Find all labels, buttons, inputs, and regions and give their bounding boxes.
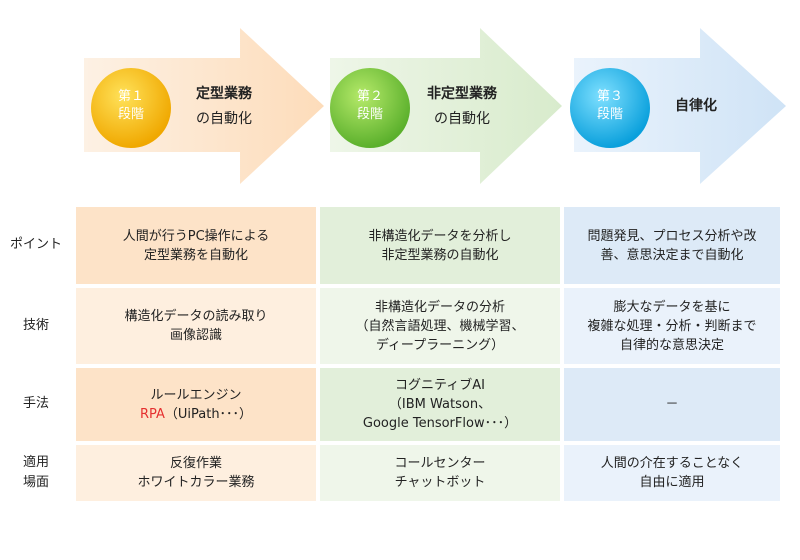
cell-line: 定型業務を自動化 (143, 247, 248, 263)
cell-application-stage1: 反復作業 ホワイトカラー業務 (76, 445, 316, 501)
cell-line: チャットボット (394, 475, 486, 490)
cell-line: － (665, 397, 679, 412)
cell-line: コグニティブAI (395, 378, 485, 393)
row-label-application-line2: 場面 (22, 475, 49, 490)
stage3-badge: 第３ 段階 (580, 88, 640, 124)
cell-point-stage2: 非構造化データを分析し 非定型業務の自動化 (320, 207, 560, 284)
cell-application-stage3: 人間の介在することなく 自由に適用 (564, 445, 780, 501)
cell-line: 人間の介在することなく (600, 456, 744, 471)
cell-line: 複雑な処理・分析・判断まで (587, 318, 757, 334)
cell-line: ルールエンジン (150, 387, 242, 403)
stage1-badge-label: 段階 (117, 107, 144, 122)
cell-line: 非構造化データの分析 (374, 299, 505, 315)
stage2-arrow (330, 28, 562, 184)
row-label-application: 適用 場面 (0, 453, 72, 493)
stage1-badge-circle (91, 68, 171, 148)
cell-method-stage2: コグニティブAI （IBM Watson、 Google TensorFlow･… (320, 368, 560, 441)
stage2-badge-number: 第２ (356, 89, 383, 104)
row-label-application-line1: 適用 (22, 455, 49, 470)
cell-line: 善、意思決定まで自動化 (600, 247, 744, 263)
row-label-technology: 技術 (22, 318, 49, 333)
stage1-subtitle: の自動化 (196, 111, 252, 127)
cell-line: ディープラーニング） (375, 337, 505, 353)
cell-line: 膨大なデータを基に (613, 299, 731, 315)
stage2-badge-circle (330, 68, 410, 148)
cell-line: 画像認識 (169, 328, 222, 343)
cell-line: （自然言語処理、機械学習、 (355, 318, 525, 334)
stage1-badge-number: 第１ (117, 89, 144, 104)
cell-line: ホワイトカラー業務 (137, 475, 255, 490)
cell-tech-stage2: 非構造化データの分析 （自然言語処理、機械学習、 ディープラーニング） (320, 288, 560, 364)
stage2-badge-label: 段階 (356, 107, 383, 122)
rpa-highlight: RPA (139, 406, 165, 422)
cell-tech-stage3: 膨大なデータを基に 複雑な処理・分析・判断まで 自律的な意思決定 (564, 288, 780, 364)
cell-method-stage3: － (564, 368, 780, 441)
row-label-method: 手法 (22, 396, 49, 411)
stage2-title: 非定型業務 (427, 86, 497, 102)
cell-point-stage1: 人間が行うPC操作による 定型業務を自動化 (76, 207, 316, 284)
cell-line: 反復作業 (169, 456, 222, 471)
stage3-arrow (574, 28, 786, 184)
cell-line: 問題発見、プロセス分析や改 (587, 228, 757, 244)
cell-method-stage1: ルールエンジン RPA（UiPath･･･） (76, 368, 316, 441)
cell-line: コールセンター (394, 456, 486, 471)
stage2-subtitle: の自動化 (434, 111, 490, 127)
cell-line: 非構造化データを分析し (368, 228, 512, 244)
cell-point-stage3: 問題発見、プロセス分析や改 善、意思決定まで自動化 (564, 207, 780, 284)
stage3-badge-label: 段階 (596, 107, 623, 122)
cell-line: （IBM Watson、 (388, 397, 492, 412)
stage3-badge-number: 第３ (596, 89, 623, 104)
cell-line: Google TensorFlow･･･） (362, 416, 518, 431)
cell-line: 自律的な意思決定 (619, 337, 724, 353)
rpa-examples: （UiPath･･･） (164, 406, 253, 422)
cell-line: 非定型業務の自動化 (381, 247, 499, 263)
stage2-badge: 第２ 段階 (340, 88, 400, 124)
stage1-badge: 第１ 段階 (101, 88, 161, 124)
row-label-point: ポイント (9, 237, 62, 252)
cell-line: 構造化データの読み取り (124, 309, 268, 324)
cell-tech-stage1: 構造化データの読み取り 画像認識 (76, 288, 316, 364)
cell-line-rpa: RPA（UiPath･･･） (140, 405, 252, 424)
stage1-title: 定型業務 (196, 86, 252, 102)
cell-application-stage2: コールセンター チャットボット (320, 445, 560, 501)
stage3-title: 自律化 (675, 98, 717, 114)
cell-line: 自由に適用 (639, 475, 705, 490)
stage3-badge-circle (570, 68, 650, 148)
cell-line: 人間が行うPC操作による (122, 228, 270, 244)
